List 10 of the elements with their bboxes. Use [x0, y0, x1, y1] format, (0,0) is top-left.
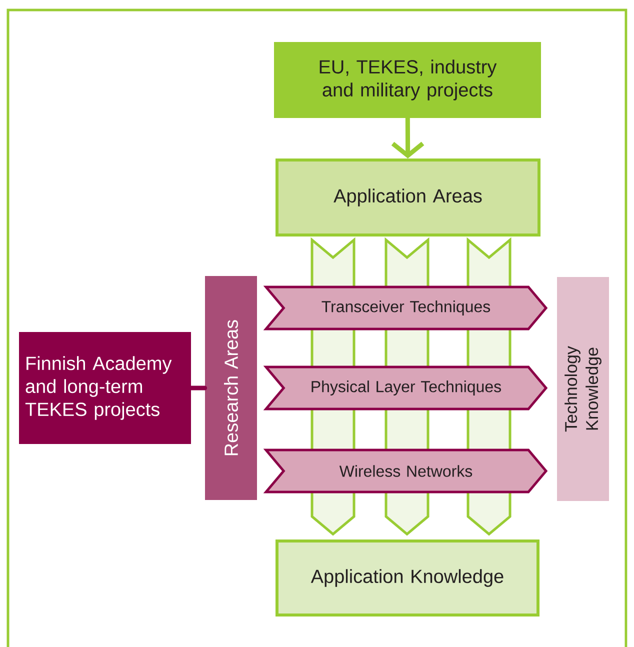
technique-chevron: Transceiver Techniques — [263, 286, 548, 330]
application-box: Application Knowledge — [276, 540, 540, 616]
knowledge-bar: Technology Knowledge — [557, 277, 609, 501]
connector-line — [188, 386, 208, 390]
funding-box: EU, TEKES, industry and military projects — [274, 42, 541, 118]
research-bar: Research Areas — [205, 276, 257, 500]
funding-box: Finnish Academy and long-term TEKES projects — [19, 332, 191, 444]
technique-chevron: Wireless Networks — [263, 448, 548, 494]
technique-chevron: Physical Layer Techniques — [263, 366, 548, 410]
application-box: Application Areas — [276, 158, 540, 236]
